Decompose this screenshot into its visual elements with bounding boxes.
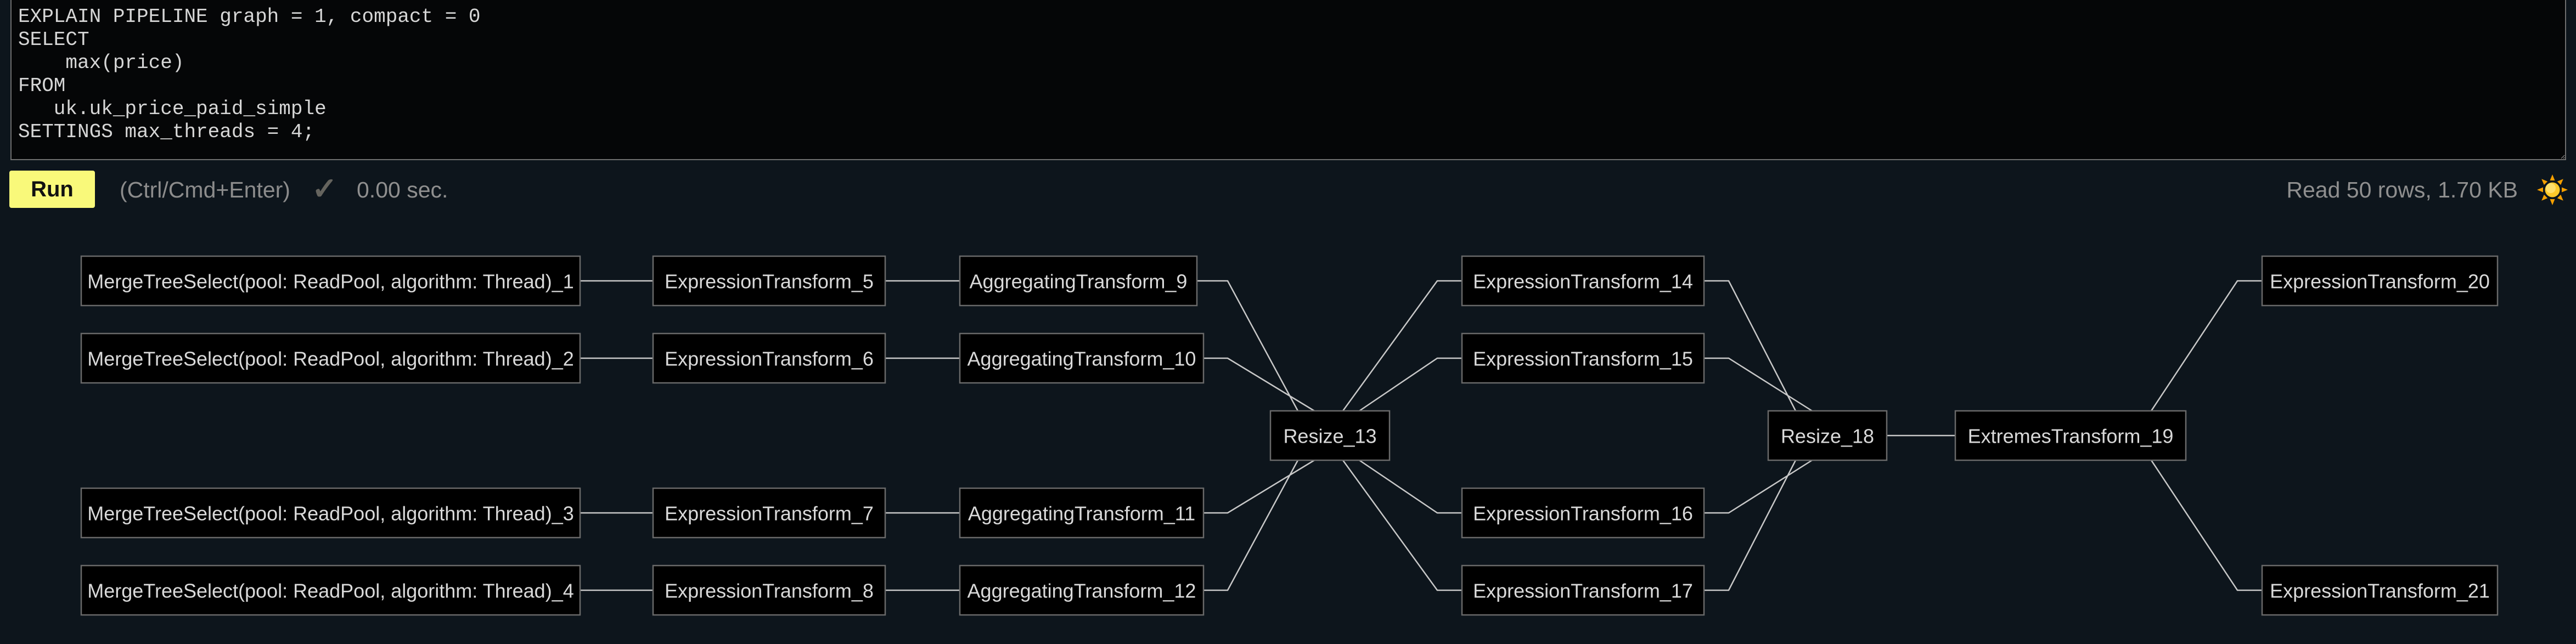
- node-label: ExpressionTransform_7: [665, 502, 874, 525]
- node-label: Resize_13: [1283, 425, 1376, 448]
- node-box: [1461, 564, 1705, 616]
- node-label: ExpressionTransform_15: [1473, 348, 1693, 370]
- node-box: [652, 564, 886, 616]
- node-box: [1461, 255, 1705, 307]
- pipeline-node-et20: ExpressionTransform_20: [2261, 255, 2499, 307]
- edge-ext19-et21: [2150, 460, 2262, 591]
- pipeline-node-et6: ExpressionTransform_6: [652, 332, 886, 384]
- node-label: AggregatingTransform_11: [968, 502, 1195, 525]
- edge-agg12-resize13: [1203, 460, 1299, 591]
- edge-resize13-et15: [1359, 357, 1462, 412]
- edge-resize13-et16: [1359, 459, 1462, 514]
- pipeline-node-agg11: AggregatingTransform_11: [959, 487, 1205, 539]
- pipeline-node-agg12: AggregatingTransform_12: [959, 564, 1205, 616]
- elapsed-time: 0.00 sec.: [357, 177, 448, 202]
- toolbar: Run (Ctrl/Cmd+Enter) ✓ 0.00 sec. Read 50…: [0, 162, 2576, 217]
- node-box: [1461, 487, 1705, 539]
- edge-resize13-et14: [1342, 280, 1462, 411]
- edge-et16-resize18: [1704, 459, 1813, 514]
- node-label: ExpressionTransform_5: [665, 270, 874, 293]
- node-label: ExpressionTransform_8: [665, 580, 874, 602]
- pipeline-graph: MergeTreeSelect(pool: ReadPool, algorith…: [80, 255, 2499, 616]
- node-box: [2261, 255, 2499, 307]
- node-box: [652, 255, 886, 307]
- edge-et17-resize18: [1704, 460, 1797, 591]
- node-label: AggregatingTransform_12: [968, 580, 1196, 602]
- node-label: ExtremesTransform_19: [1968, 425, 2174, 448]
- node-label: MergeTreeSelect(pool: ReadPool, algorith…: [87, 580, 573, 602]
- edge-et15-resize18: [1704, 357, 1813, 412]
- shortcut-hint: (Ctrl/Cmd+Enter): [120, 177, 290, 202]
- node-box: [80, 255, 581, 307]
- node-box: [80, 564, 581, 616]
- node-label: MergeTreeSelect(pool: ReadPool, algorith…: [87, 502, 573, 525]
- pipeline-node-mts2: MergeTreeSelect(pool: ReadPool, algorith…: [80, 332, 581, 384]
- node-box: [959, 487, 1205, 539]
- node-box: [959, 255, 1198, 307]
- node-label: AggregatingTransform_10: [968, 348, 1196, 370]
- node-box: [80, 487, 581, 539]
- node-label: ExpressionTransform_20: [2270, 270, 2490, 293]
- success-check-icon: ✓: [312, 171, 338, 206]
- theme-toggle-button[interactable]: [2536, 174, 2568, 206]
- pipeline-node-ext19: ExtremesTransform_19: [1954, 410, 2187, 461]
- node-label: AggregatingTransform_9: [970, 270, 1188, 293]
- pipeline-node-agg10: AggregatingTransform_10: [959, 332, 1205, 384]
- pipeline-node-mts3: MergeTreeSelect(pool: ReadPool, algorith…: [80, 487, 581, 539]
- node-label: ExpressionTransform_14: [1473, 270, 1693, 293]
- node-box: [1767, 410, 1888, 461]
- pipeline-node-resize13: Resize_13: [1269, 410, 1391, 461]
- node-label: ExpressionTransform_16: [1473, 502, 1693, 525]
- pipeline-node-mts4: MergeTreeSelect(pool: ReadPool, algorith…: [80, 564, 581, 616]
- edge-agg9-resize13: [1197, 280, 1299, 411]
- pipeline-node-et21: ExpressionTransform_21: [2261, 564, 2499, 616]
- run-button[interactable]: Run: [9, 171, 95, 208]
- pipeline-node-et5: ExpressionTransform_5: [652, 255, 886, 307]
- pipeline-node-et14: ExpressionTransform_14: [1461, 255, 1705, 307]
- pipeline-node-et17: ExpressionTransform_17: [1461, 564, 1705, 616]
- edge-et14-resize18: [1704, 280, 1797, 411]
- pipeline-node-et15: ExpressionTransform_15: [1461, 332, 1705, 384]
- node-label: ExpressionTransform_6: [665, 348, 874, 370]
- pipeline-node-agg9: AggregatingTransform_9: [959, 255, 1198, 307]
- node-box: [2261, 564, 2499, 616]
- node-box: [1954, 410, 2187, 461]
- node-box: [959, 564, 1205, 616]
- node-box: [1269, 410, 1391, 461]
- pipeline-node-et7: ExpressionTransform_7: [652, 487, 886, 539]
- pipeline-node-et16: ExpressionTransform_16: [1461, 487, 1705, 539]
- node-box: [80, 332, 581, 384]
- sql-editor-input[interactable]: EXPLAIN PIPELINE graph = 1, compact = 0 …: [10, 0, 2566, 160]
- node-label: ExpressionTransform_17: [1473, 580, 1693, 602]
- node-box: [652, 487, 886, 539]
- node-label: MergeTreeSelect(pool: ReadPool, algorith…: [87, 348, 573, 370]
- query-stats: Read 50 rows, 1.70 KB: [2286, 177, 2518, 202]
- pipeline-node-mts1: MergeTreeSelect(pool: ReadPool, algorith…: [80, 255, 581, 307]
- edge-agg10-resize13: [1203, 357, 1315, 412]
- pipeline-graph-area: MergeTreeSelect(pool: ReadPool, algorith…: [0, 217, 2576, 644]
- pipeline-node-resize18: Resize_18: [1767, 410, 1888, 461]
- edge-ext19-et20: [2150, 280, 2262, 411]
- edge-resize13-et17: [1342, 460, 1462, 591]
- node-box: [1461, 332, 1705, 384]
- node-label: MergeTreeSelect(pool: ReadPool, algorith…: [87, 270, 573, 293]
- node-box: [959, 332, 1205, 384]
- node-label: ExpressionTransform_21: [2270, 580, 2490, 602]
- edge-agg11-resize13: [1203, 459, 1315, 514]
- node-box: [652, 332, 886, 384]
- node-label: Resize_18: [1781, 425, 1874, 448]
- pipeline-node-et8: ExpressionTransform_8: [652, 564, 886, 616]
- sun-icon: [2537, 174, 2568, 205]
